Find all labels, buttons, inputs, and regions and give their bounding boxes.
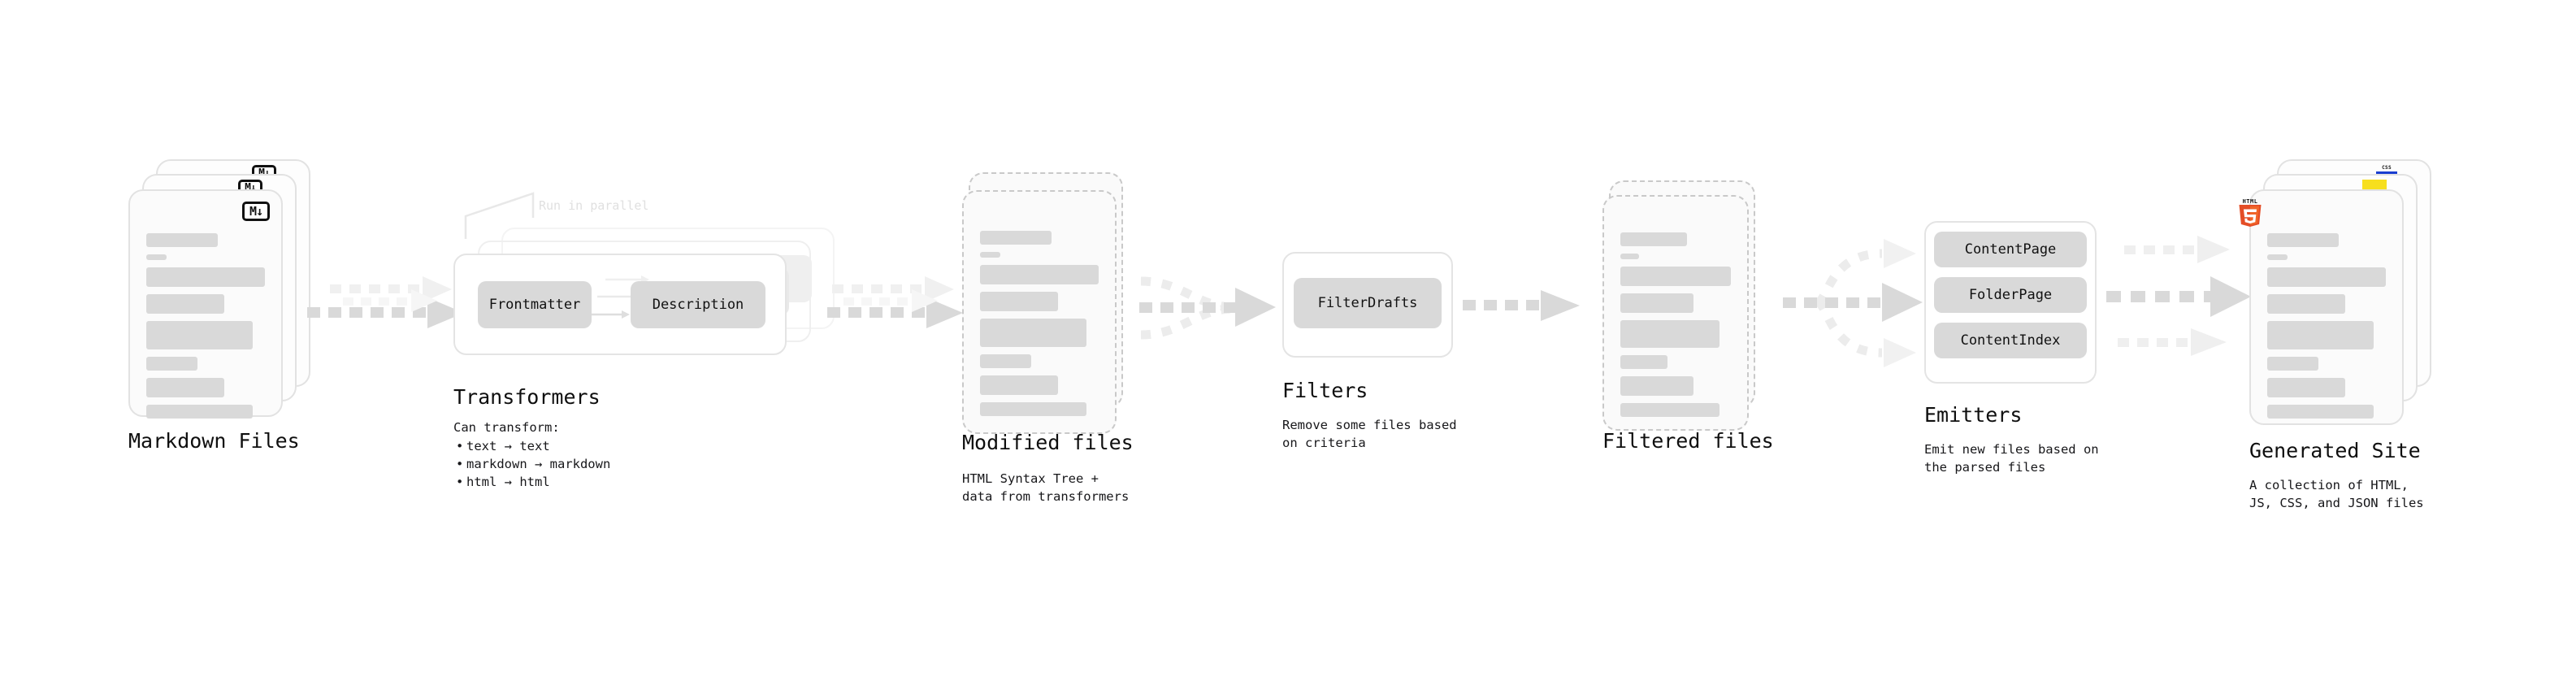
arrow-filters-to-filtered	[1463, 290, 1580, 321]
content-line	[2267, 233, 2339, 247]
css-icon: CSS	[2376, 165, 2397, 175]
emitter-node-contentpage[interactable]: ContentPage	[1934, 232, 2087, 267]
content-line	[1620, 320, 1720, 348]
content-line	[2267, 321, 2374, 349]
html5-icon-label: HTML	[2242, 198, 2258, 205]
site-file-content-lines	[2267, 233, 2386, 426]
content-line	[2267, 254, 2288, 260]
arrow-markdown-to-transformers	[307, 276, 464, 328]
generated-site-subtitle: A collection of HTML, JS, CSS, and JSON …	[2249, 478, 2424, 510]
css-icon-bar	[2376, 171, 2397, 175]
emitter-node-contentindex[interactable]: ContentIndex	[1934, 323, 2087, 358]
content-line	[146, 405, 254, 419]
html5-icon: HTML	[2238, 198, 2262, 227]
content-line	[1620, 267, 1731, 286]
css-icon-label: CSS	[2382, 165, 2392, 171]
content-line	[2267, 294, 2346, 314]
modified-files-subtitle: HTML Syntax Tree + data from transformer…	[962, 471, 1130, 504]
filters-subtitle: Remove some files based on criteria	[1282, 418, 1457, 450]
arrow-transformers-to-modified	[827, 276, 963, 328]
content-line	[2267, 357, 2318, 371]
site-file-card-html: HTML	[2239, 189, 2404, 426]
run-in-parallel-label: Run in parallel	[539, 198, 649, 213]
modified-files-stack	[962, 172, 1133, 445]
emitter-node-folderpage[interactable]: FolderPage	[1934, 277, 2087, 313]
content-line	[980, 319, 1087, 347]
content-line	[146, 378, 225, 397]
content-line	[1620, 254, 1640, 259]
emitters-subtitle: Emit new files based on the parsed files	[1924, 442, 2099, 475]
markdown-file-card-front: M↓	[128, 189, 283, 419]
generated-site-stack: CSS HTML	[2239, 159, 2444, 436]
filtered-file-content-lines	[1620, 232, 1731, 424]
filtered-files-stack	[1602, 180, 1773, 440]
content-line	[146, 321, 254, 349]
transform-bullet: markdown → markdown	[456, 455, 610, 473]
filtered-file-card-front	[1602, 195, 1749, 431]
arrow-modified-to-filters	[1139, 276, 1276, 340]
content-line	[1620, 376, 1693, 396]
emitters-title: Emitters	[1924, 403, 2023, 427]
html5-icon-shield	[2239, 205, 2262, 227]
content-line	[980, 375, 1059, 395]
modified-file-content-lines	[980, 231, 1099, 423]
markdown-icon: M↓	[242, 202, 270, 221]
filters-title: Filters	[1282, 379, 1368, 402]
content-line	[980, 402, 1087, 416]
transformers-capabilities: Can transform: text → text markdown → ma…	[453, 419, 610, 491]
run-in-parallel-bracket	[464, 192, 535, 239]
arrow-filtered-to-emitters	[1783, 239, 1923, 367]
content-line	[980, 265, 1099, 284]
content-line	[1620, 232, 1687, 246]
content-line	[1620, 403, 1720, 417]
transformer-node-frontmatter[interactable]: Frontmatter	[478, 281, 592, 328]
content-line	[146, 357, 197, 371]
content-line	[1620, 293, 1693, 313]
content-line	[980, 252, 1000, 258]
content-line	[2267, 267, 2386, 287]
filter-node-filterdrafts[interactable]: FilterDrafts	[1294, 278, 1442, 328]
markdown-icon-glyph: M↓	[249, 203, 263, 219]
markdown-file-content-lines	[146, 233, 265, 426]
modified-file-card-front	[962, 190, 1117, 434]
transform-bullet: html → html	[456, 473, 610, 491]
transformers-capabilities-head: Can transform:	[453, 420, 560, 435]
filtered-files-title: Filtered files	[1602, 429, 1774, 453]
markdown-files-title: Markdown Files	[128, 429, 300, 453]
content-line	[1620, 355, 1668, 369]
transform-bullet: text → text	[456, 437, 610, 455]
content-line	[146, 233, 218, 247]
content-line	[980, 231, 1052, 245]
generated-site-title: Generated Site	[2249, 439, 2421, 462]
transformer-node-description[interactable]: Description	[631, 281, 765, 328]
content-line	[146, 254, 167, 260]
content-line	[2267, 378, 2346, 397]
content-line	[980, 354, 1031, 368]
arrow-emitters-to-site	[2106, 236, 2251, 356]
content-line	[2267, 405, 2374, 419]
modified-files-title: Modified files	[962, 431, 1134, 454]
content-line	[980, 292, 1059, 311]
markdown-files-stack: M↓ M↓ M↓	[128, 159, 315, 427]
transformers-title: Transformers	[453, 385, 601, 409]
content-line	[146, 267, 265, 287]
content-line	[146, 294, 225, 314]
